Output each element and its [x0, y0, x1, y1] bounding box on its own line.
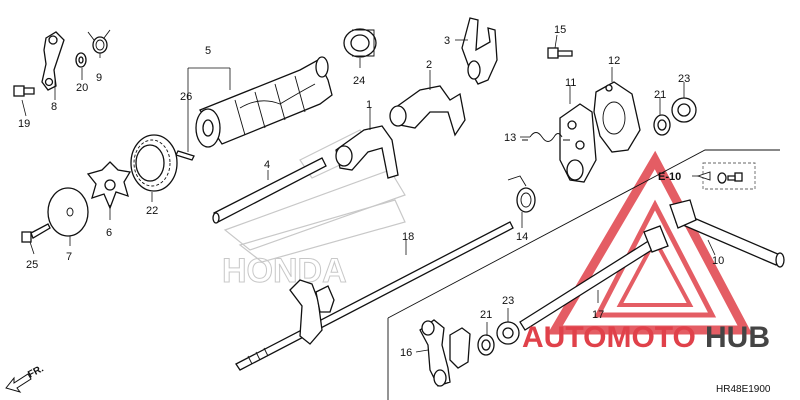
callout-4: 4 [264, 159, 270, 171]
watermark-text-dark: HUB [705, 321, 770, 354]
part-4-fork-shaft [212, 157, 327, 224]
part-13-spring [522, 132, 570, 142]
callout-3: 3 [444, 35, 450, 47]
part-20-washer [75, 52, 87, 68]
part-22-bearing [130, 134, 178, 192]
honda-wing-watermark: HONDA [222, 129, 406, 291]
part-6-drum-center-cam [86, 161, 132, 210]
e10-reference-label: E-10 [658, 171, 681, 183]
part-18-shift-shaft [235, 221, 514, 371]
leader-lines [21, 34, 716, 353]
callout-9: 9 [96, 72, 102, 84]
part-8-stopper-arm [41, 31, 65, 91]
part-21-washer-lower [477, 334, 495, 356]
callout-8: 8 [51, 101, 57, 113]
callout-5: 5 [205, 45, 211, 57]
callout-10: 10 [712, 255, 724, 267]
part-1-shift-fork [335, 125, 399, 179]
part-7-drum-plate [47, 187, 89, 237]
callout-15: 15 [554, 24, 566, 36]
callout-2: 2 [426, 59, 432, 71]
callout-24: 24 [353, 75, 365, 87]
part-14-return-spring [507, 175, 536, 213]
callout-21-upper: 21 [654, 89, 666, 101]
front-direction-arrow: FR. [5, 363, 46, 393]
part-23-bearing-lower [496, 321, 520, 345]
callout-23-upper: 23 [678, 73, 690, 85]
part-24-bearing [343, 28, 377, 58]
honda-watermark-text: HONDA [222, 252, 347, 290]
callout-14: 14 [516, 231, 528, 243]
part-19-bolt [13, 85, 35, 97]
automotohub-watermark: AUTOMOTO HUB [522, 321, 770, 354]
section-divider-lines [387, 149, 780, 400]
callout-26: 26 [180, 91, 192, 103]
part-17-shift-spindle [519, 225, 669, 331]
callout-1: 1 [366, 99, 372, 111]
part-5-shift-drum [195, 56, 333, 148]
callout-25: 25 [26, 259, 38, 271]
part-16-shift-arm [419, 319, 471, 387]
callout-22: 22 [146, 205, 158, 217]
part-2-shift-fork [389, 85, 466, 137]
part-10-gearshift-spindle [669, 199, 785, 268]
callout-7: 7 [66, 251, 72, 263]
callout-23-lower: 23 [502, 295, 514, 307]
part-21-washer-upper [653, 114, 671, 136]
callout-12: 12 [608, 55, 620, 67]
part-15-pin [547, 47, 573, 59]
part-26-pin [175, 150, 195, 161]
diagram-code: HR48E1900 [716, 384, 771, 395]
e10-reference-box [692, 162, 756, 190]
part-11-stopper-plate [559, 103, 597, 183]
callout-20: 20 [76, 82, 88, 94]
callout-13: 13 [504, 132, 516, 144]
callout-numbers: 8 19 20 9 5 26 24 3 2 1 4 22 6 7 25 15 1… [18, 24, 724, 359]
part-3-shift-fork [461, 17, 498, 85]
callout-21-lower: 21 [480, 309, 492, 321]
front-direction-label: FR. [26, 363, 46, 380]
callout-18: 18 [402, 231, 414, 243]
callout-16: 16 [400, 347, 412, 359]
callout-17: 17 [592, 309, 604, 321]
watermark-text-red: AUTOMOTO [522, 321, 696, 354]
part-23-bearing-upper [671, 97, 697, 123]
callout-11: 11 [565, 77, 576, 89]
callout-6: 6 [106, 227, 112, 239]
part-9-spring [87, 29, 111, 54]
part-25-bolt [21, 223, 51, 243]
part-12-cam-plate [593, 81, 641, 153]
callout-19: 19 [18, 118, 30, 130]
